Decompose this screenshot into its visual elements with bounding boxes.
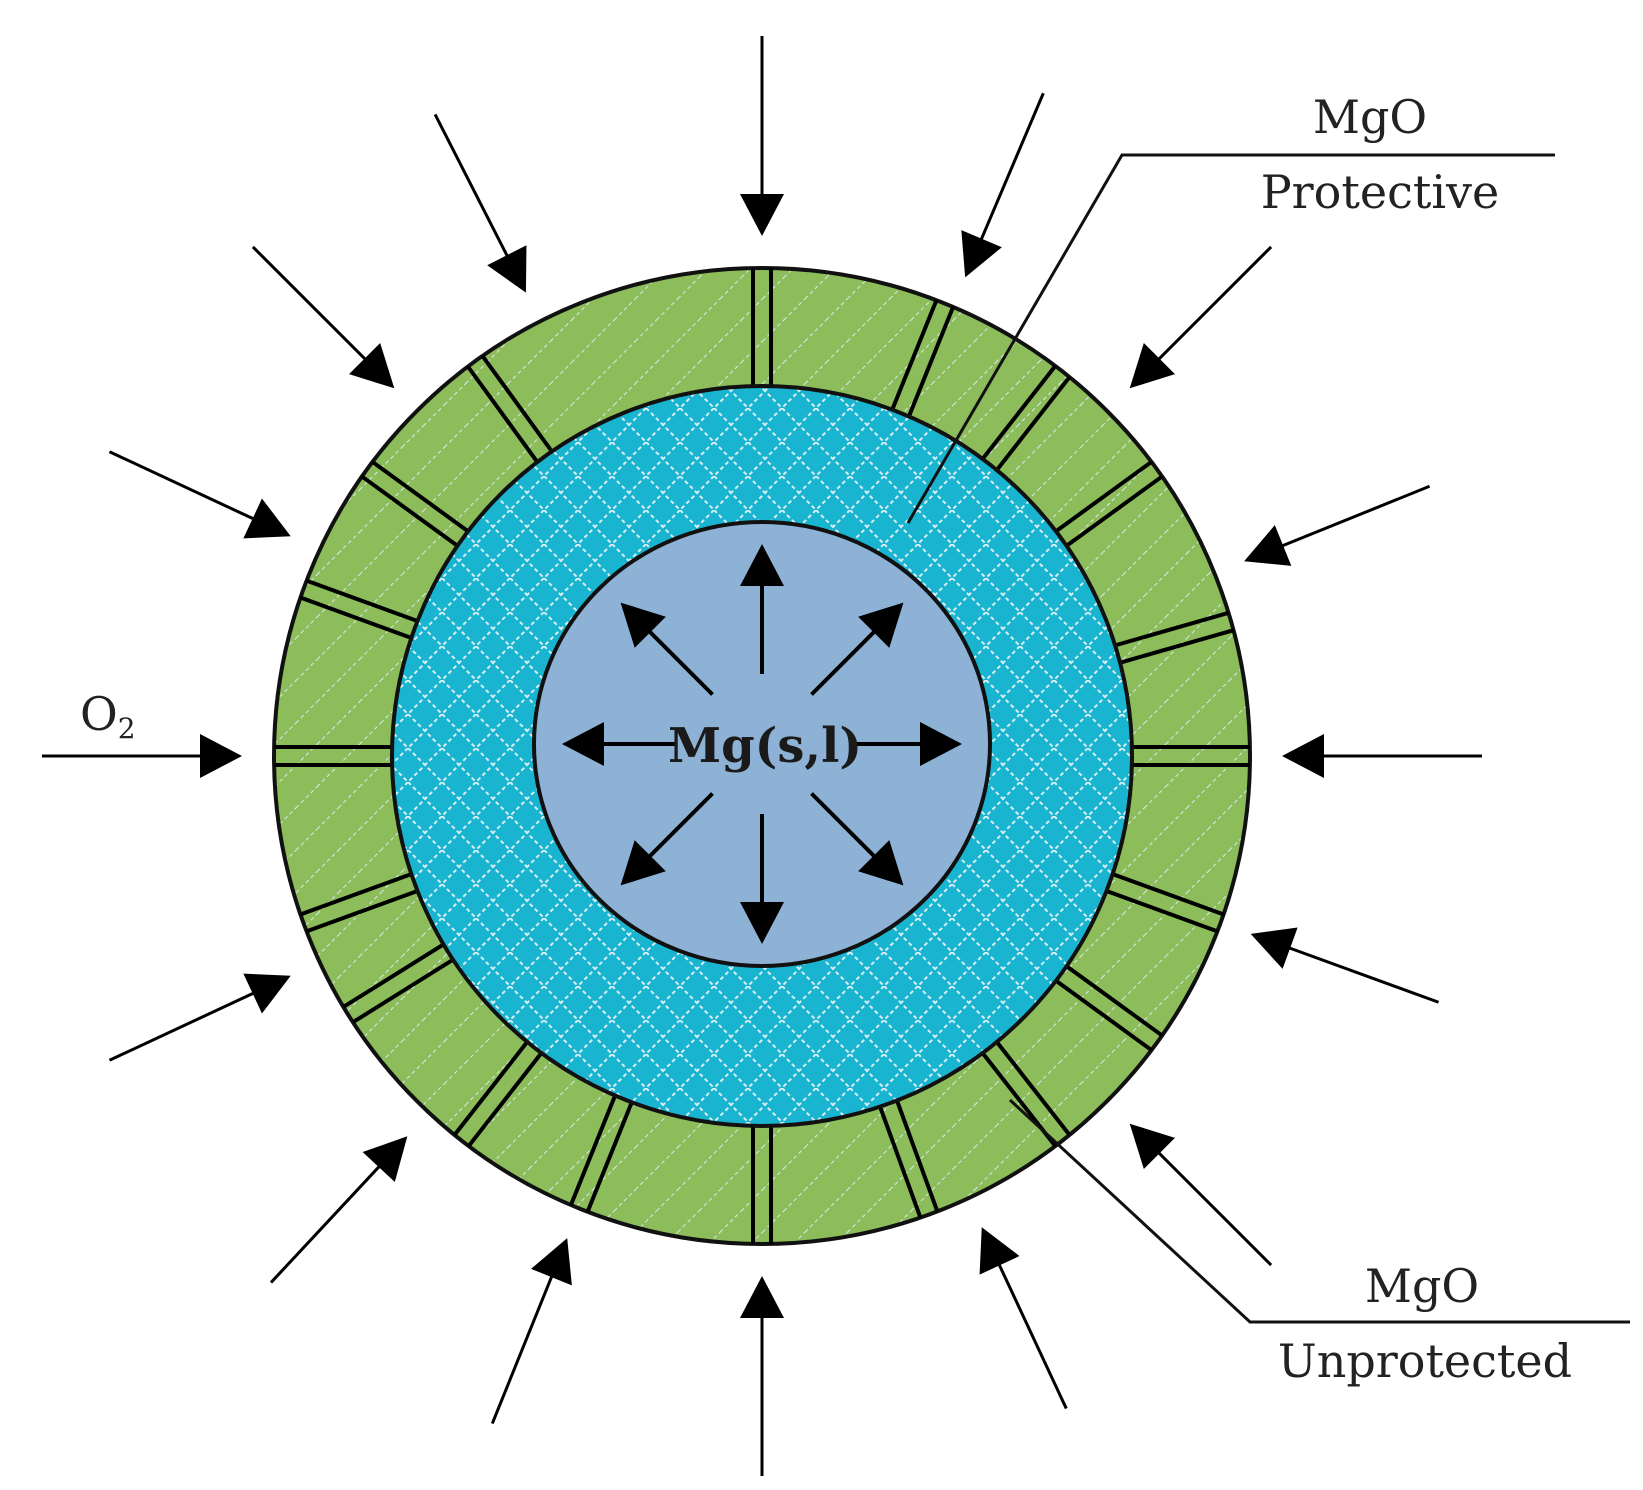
oxygen-inward-arrow-icon <box>1282 734 1324 778</box>
oxygen-inward-arrow-icon <box>1129 1123 1175 1169</box>
oxygen-inward-arrow-icon <box>362 1136 408 1183</box>
crack-line <box>995 1040 1072 1137</box>
magnesium-outward-arrow-icon <box>620 840 666 886</box>
inward-arrow-shaft <box>108 450 265 525</box>
oxygen-label: O2 <box>80 687 136 745</box>
crack-line <box>1065 964 1164 1038</box>
inward-arrow-shaft <box>433 113 514 267</box>
crack-line <box>342 942 445 1009</box>
oxygen-inward-arrow-icon <box>1129 343 1175 389</box>
inward-arrow-shaft <box>269 1157 388 1284</box>
crack-line <box>1119 628 1235 665</box>
oxygen-inward-arrow-icon <box>243 973 291 1014</box>
inward-arrow-shaft <box>1271 484 1431 552</box>
inward-arrow-shaft <box>490 1265 558 1425</box>
crack-line <box>1054 979 1153 1052</box>
magnesium-outward-arrow-icon <box>920 722 962 766</box>
outward-arrow-group <box>562 544 962 944</box>
oxygen-inward-arrow-icon <box>487 245 527 293</box>
crack-line <box>1105 889 1219 934</box>
oxygen-inward-arrow-icon <box>531 1238 572 1286</box>
outward-arrow-shaft <box>640 792 714 866</box>
crack-line <box>360 474 459 548</box>
magnesium-outward-arrow-icon <box>740 544 784 586</box>
inward-arrow-shaft <box>993 1253 1068 1410</box>
crack-line <box>907 306 956 418</box>
magnesium-outward-arrow-icon <box>858 840 904 886</box>
outward-arrow-shaft <box>810 792 884 866</box>
magnesium-outward-arrow-icon <box>562 722 604 766</box>
outer-layer-cracks <box>274 268 1250 1244</box>
oxygen-inward-arrow-icon <box>1244 525 1292 566</box>
oxygen-inward-arrow-icon <box>200 734 242 778</box>
crack-line <box>1114 610 1230 648</box>
magnesium-outward-arrow-icon <box>740 902 784 944</box>
inward-arrow-shaft <box>1149 245 1273 369</box>
inward-arrow-shaft <box>108 987 265 1062</box>
crack-line <box>1112 872 1225 917</box>
outward-arrow-shaft <box>640 622 714 696</box>
inward-arrow-shaft <box>975 92 1045 251</box>
crack-line <box>1065 474 1164 548</box>
core-label-backdrop <box>680 718 850 768</box>
protective-leader-line <box>906 153 1555 524</box>
oxygen-symbol: O <box>80 687 118 741</box>
crack-line <box>299 595 412 640</box>
oxygen-inward-arrow-icon <box>979 1227 1020 1275</box>
inward-arrow-group <box>42 36 1482 1476</box>
protective-label-line1: MgO <box>1313 90 1427 144</box>
crack-line <box>452 1040 529 1137</box>
crack-line <box>878 1106 923 1219</box>
oxygen-inward-arrow-icon <box>740 194 784 236</box>
oxygen-inward-arrow-icon <box>243 498 291 539</box>
crack-line <box>467 1051 543 1148</box>
outward-arrow-shaft <box>810 622 884 696</box>
oxygen-inward-arrow-icon <box>1250 927 1298 969</box>
crack-line <box>466 365 539 464</box>
crack-line <box>585 1101 634 1213</box>
crack-line <box>1054 460 1153 533</box>
oxygen-inward-arrow-icon <box>961 230 1002 278</box>
crack-line <box>895 1099 940 1213</box>
unprotected-label-line1: MgO <box>1365 1259 1479 1313</box>
core-label: Mg(s,l) <box>668 718 862 774</box>
oxygen-inward-arrow-icon <box>349 343 395 389</box>
crack-line <box>299 872 412 917</box>
crack-line <box>890 299 939 411</box>
crack-line <box>995 375 1072 472</box>
protective-label-line2: Protective <box>1261 165 1500 219</box>
crack-line <box>371 460 470 533</box>
inward-arrow-shaft <box>1278 942 1440 1004</box>
crack-line <box>305 578 419 623</box>
magnesium-outward-arrow-icon <box>858 602 904 648</box>
oxygen-subscript: 2 <box>118 712 136 745</box>
oxygen-inward-arrow-icon <box>740 1276 784 1318</box>
crack-line <box>568 1094 617 1206</box>
inward-arrow-shaft <box>251 245 375 369</box>
crack-line <box>981 364 1057 461</box>
crack-line <box>351 958 455 1024</box>
crack-line <box>305 889 419 934</box>
magnesium-outward-arrow-icon <box>620 602 666 648</box>
inward-arrow-shaft <box>1149 1143 1273 1267</box>
crack-line <box>480 354 554 453</box>
unprotected-label-line2: Unprotected <box>1278 1334 1572 1388</box>
unprotected-leader-line <box>1008 1098 1630 1324</box>
